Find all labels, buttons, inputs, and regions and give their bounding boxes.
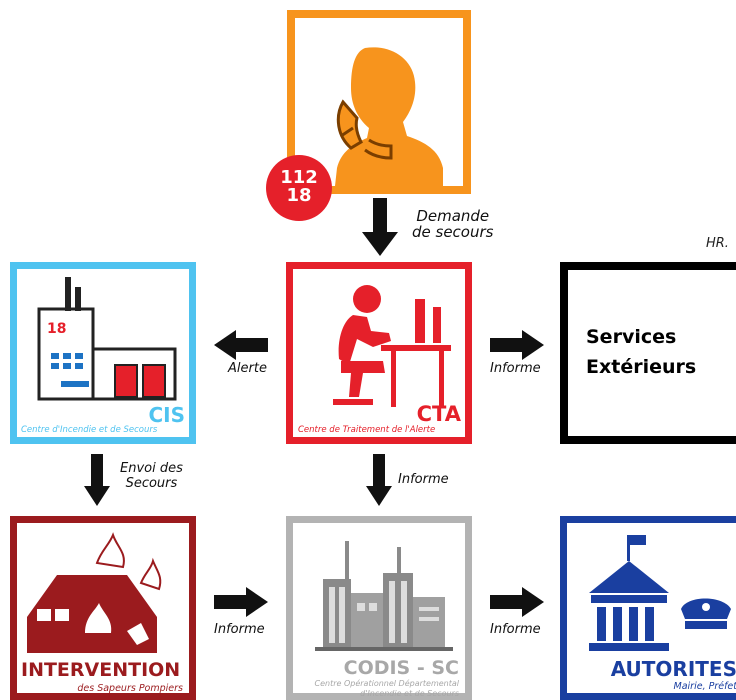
- city-buildings-icon: [315, 541, 453, 651]
- emergency-number-badge: 112 18: [266, 155, 332, 221]
- services-line2: Extérieurs: [586, 356, 697, 378]
- signature: HR.: [706, 236, 729, 251]
- autorites-subtitle: Mairie, Préfet: [673, 681, 736, 692]
- services-line1: Services: [586, 326, 677, 348]
- informe-services-label: Informe: [490, 361, 541, 376]
- services-exterieurs-box: Services Extérieurs: [560, 262, 736, 444]
- badge-line-112: 112: [280, 167, 318, 188]
- cis-subtitle: Centre d'Incendie et de Secours: [21, 425, 158, 435]
- codis-subtitle-line2: d'Incendie et de Secours: [360, 689, 459, 698]
- autorites-box: AUTORITES Mairie, Préfet: [560, 516, 736, 700]
- badge-line-18: 18: [286, 185, 312, 206]
- autorites-title: AUTORITES: [610, 657, 736, 681]
- codis-subtitle-line1: Centre Opérationnel Départemental: [314, 679, 460, 688]
- intervention-title: INTERVENTION: [21, 659, 181, 681]
- demande-line2: de secours: [412, 223, 494, 241]
- informe-codis-label: Informe: [398, 472, 449, 487]
- envoi-line1: Envoi des: [120, 461, 183, 476]
- codis-box: CODIS - SC Centre Opérationnel Départeme…: [286, 516, 472, 700]
- demande-line1: Demande: [416, 207, 490, 225]
- cta-subtitle: Centre de Traitement de l'Alerte: [298, 425, 436, 435]
- cis-door-number: 18: [47, 321, 67, 337]
- caller-phone-icon: [335, 47, 443, 186]
- cis-box: 18 CIS Centre d'Incendie et de Secours: [10, 262, 196, 444]
- arrow-down-caller-cta: [362, 198, 398, 256]
- cis-title: CIS: [148, 403, 185, 427]
- cta-title: CTA: [416, 402, 461, 426]
- intervention-box: INTERVENTION des Sapeurs Pompiers: [10, 516, 196, 700]
- arrow-down-cis-intervention: [84, 454, 110, 506]
- arrow-right-intervention-codis: [214, 587, 268, 617]
- demande-label: Demande de secours: [412, 208, 493, 240]
- envoi-label: Envoi des Secours: [120, 461, 183, 491]
- informe-interv-label: Informe: [214, 622, 265, 637]
- fire-station-icon: [37, 277, 177, 401]
- intervention-subtitle: des Sapeurs Pompiers: [77, 683, 183, 694]
- operator-at-desk-icon: [333, 285, 451, 407]
- cta-box: CTA Centre de Traitement de l'Alerte: [286, 262, 472, 444]
- burning-building-icon: [27, 532, 162, 653]
- arrow-left-cta-cis: [214, 330, 268, 360]
- town-hall-police-icon: [589, 535, 731, 651]
- envoi-line2: Secours: [125, 476, 178, 491]
- arrow-down-cta-codis: [366, 454, 392, 506]
- arrow-right-cta-services: [490, 330, 544, 360]
- alerte-label: Alerte: [228, 361, 267, 376]
- arrow-right-codis-autorites: [490, 587, 544, 617]
- codis-title: CODIS - SC: [343, 657, 459, 679]
- informe-autorites-label: Informe: [490, 622, 541, 637]
